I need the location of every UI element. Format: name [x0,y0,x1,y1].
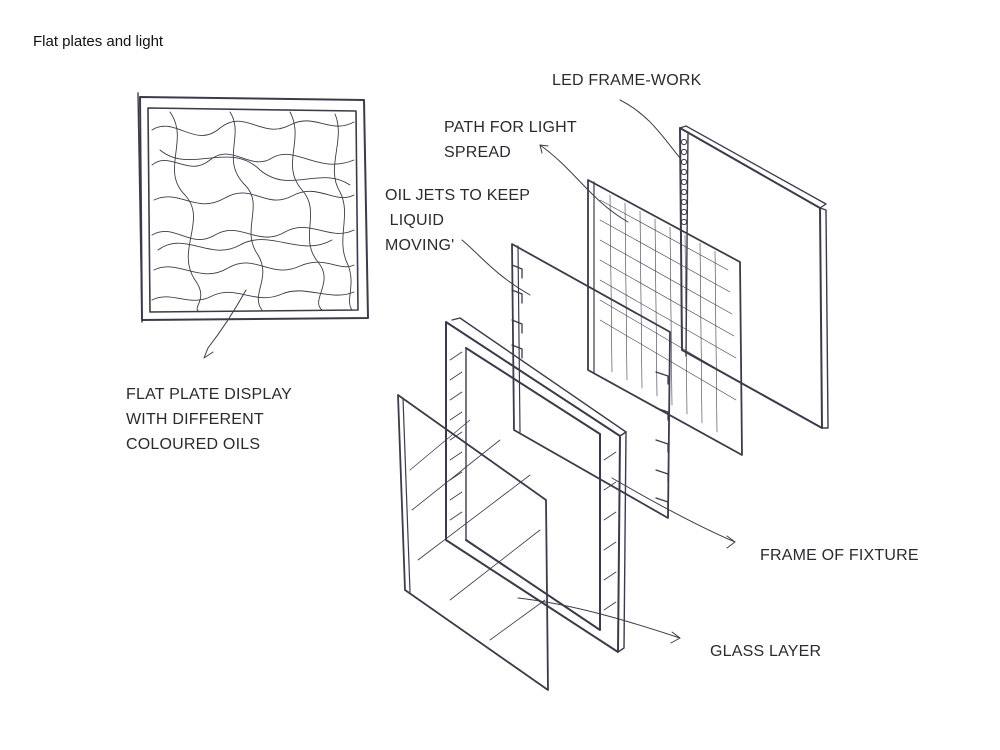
frame-fixture-leader [612,478,735,542]
light-grid [600,195,736,432]
glass-layer-arrowhead [671,632,680,643]
glass-layer-label: GLASS LAYER [710,639,821,664]
led-framework-plate [680,126,828,428]
fixture-frame [446,318,626,652]
led-framework-label: LED FRAME-WORK [552,68,701,93]
frame-fixture-label: FRAME OF FIXTURE [760,543,919,568]
led-framework-leader [620,100,680,158]
flat-plate-label: FLAT PLATE DISPLAY WITH DIFFERENT COLOUR… [126,382,292,457]
glass-layer [398,395,548,690]
light-path-label: PATH FOR LIGHT SPREAD [444,115,577,165]
oil-jets-label: OIL JETS TO KEEP LIQUID MOVING' [385,183,530,258]
flat-plate-arrowhead [204,348,213,358]
led-chain [681,139,686,224]
oil-swirls [152,112,354,312]
